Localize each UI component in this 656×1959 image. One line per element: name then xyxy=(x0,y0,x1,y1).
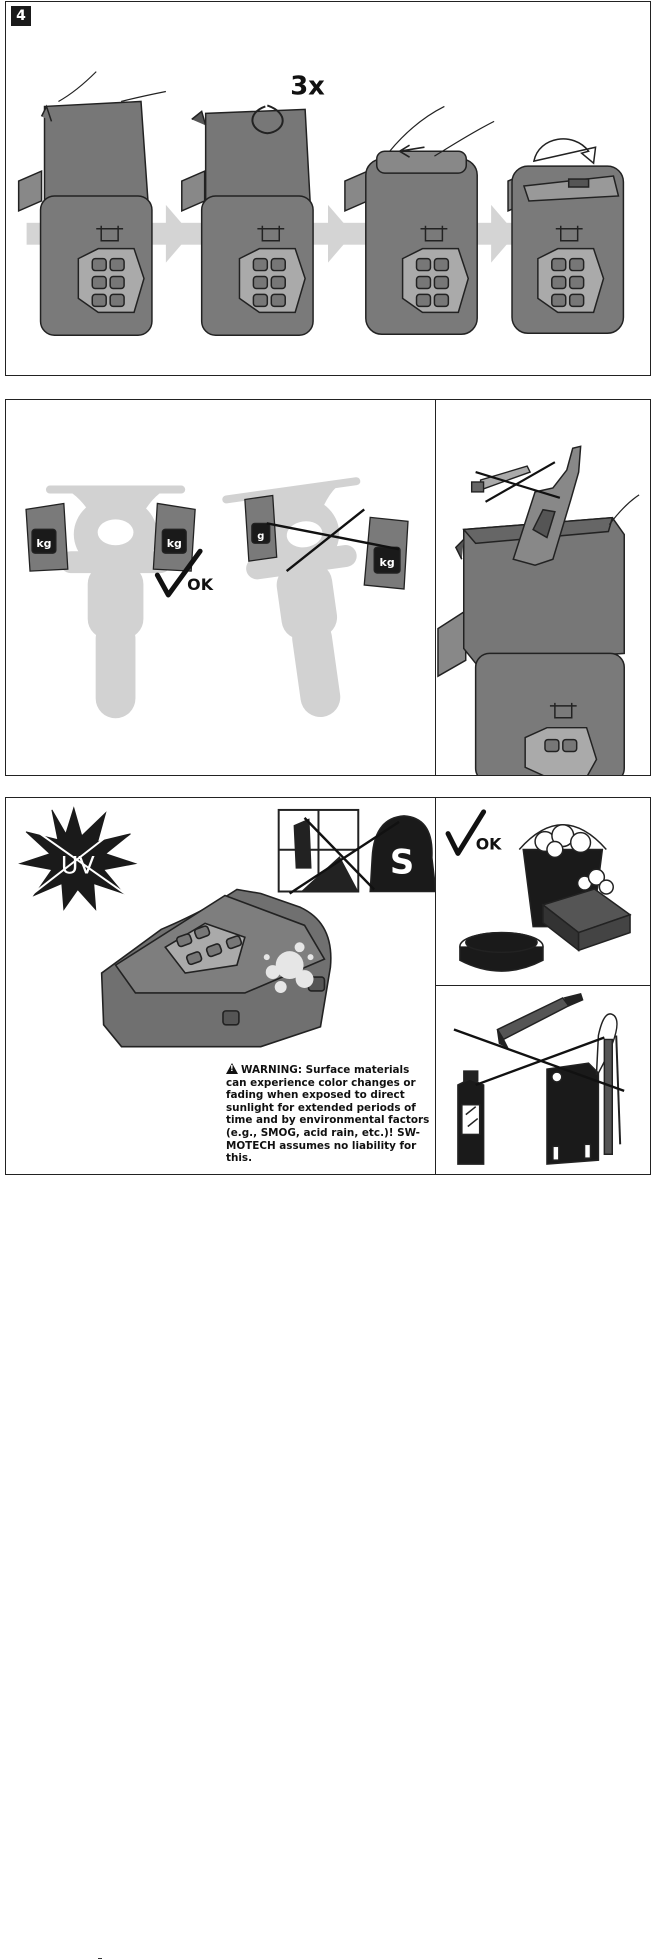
weight-distribution-illustration: kg kg OK g kg xyxy=(25,477,409,719)
pannier-left-heavy xyxy=(25,502,69,572)
rolltop-closing-illustration: 3x xyxy=(17,71,625,336)
ok-label-weight: OK xyxy=(187,575,214,594)
panel-uv-environment-warning: UV S xyxy=(5,797,436,1959)
uv-sun-icon xyxy=(18,806,138,911)
bag-step-2 xyxy=(181,108,314,336)
panel-no-sharp-objects xyxy=(435,399,651,776)
bag-open-top xyxy=(437,516,625,775)
no-sharp-objects-illustration xyxy=(437,445,640,775)
warning-lead: WARNING: xyxy=(241,1064,302,1076)
checkmark-icon xyxy=(154,548,203,598)
cross-out-icon xyxy=(453,1028,625,1093)
bag-step-1 xyxy=(17,100,153,336)
weight-label-left-balanced: kg xyxy=(36,537,51,550)
solvent-bottle-icon xyxy=(457,1070,485,1165)
pannier-left-light xyxy=(244,494,278,562)
uv-environment-illustration: UV S xyxy=(18,806,435,1048)
panel-weight-distribution: kg kg OK g kg xyxy=(5,399,436,776)
pressure-washer-icon xyxy=(546,1013,622,1165)
cross-out-icon xyxy=(475,461,561,503)
uv-label: UV xyxy=(61,852,95,880)
bag-step-4 xyxy=(507,165,625,334)
weight-label-left-unbalanced: g xyxy=(257,531,264,542)
panel-cleaning-ok: OK xyxy=(435,797,651,986)
cloth-puck-icon xyxy=(459,931,544,972)
bag-step-3 xyxy=(344,150,478,335)
warning-triangle-icon xyxy=(226,1063,238,1074)
knife-icon xyxy=(470,465,532,493)
rotate-arrow-icon xyxy=(251,104,284,135)
surface-warning-text: WARNING: Surface materials can experienc… xyxy=(226,1063,431,1165)
cleaning-prohibited-illustration xyxy=(453,993,625,1165)
weight-label-right-balanced: kg xyxy=(167,537,182,550)
hard-brush-icon xyxy=(496,993,584,1050)
twist-count-label: 3x xyxy=(290,72,325,102)
ok-label-cleaning: OK xyxy=(476,834,502,853)
fold-over-arrow-icon xyxy=(532,138,597,165)
pannier-right-heavy xyxy=(152,502,196,572)
warning-body: Surface materials can experience color c… xyxy=(226,1064,430,1165)
stain-splash-icon xyxy=(263,942,314,993)
glass-bottle-icon xyxy=(512,445,582,566)
panel-cleaning-not-ok xyxy=(435,985,651,1175)
step-number-badge: 4 xyxy=(11,6,31,26)
weight-label-right-unbalanced: kg xyxy=(380,556,395,569)
cross-out-icon xyxy=(288,817,400,895)
sponge-icon xyxy=(541,868,632,952)
pannier-right-heavy-b xyxy=(363,516,409,590)
smog-factory-icon xyxy=(277,808,360,893)
panel-rolltop-closing-steps: 4 xyxy=(5,1,651,376)
checkmark-icon xyxy=(445,809,487,856)
motorcycle-unbalanced xyxy=(222,477,361,718)
cross-out-icon xyxy=(266,508,400,573)
salt-label: S xyxy=(390,843,414,882)
cleaning-ok-illustration: OK xyxy=(445,809,632,972)
